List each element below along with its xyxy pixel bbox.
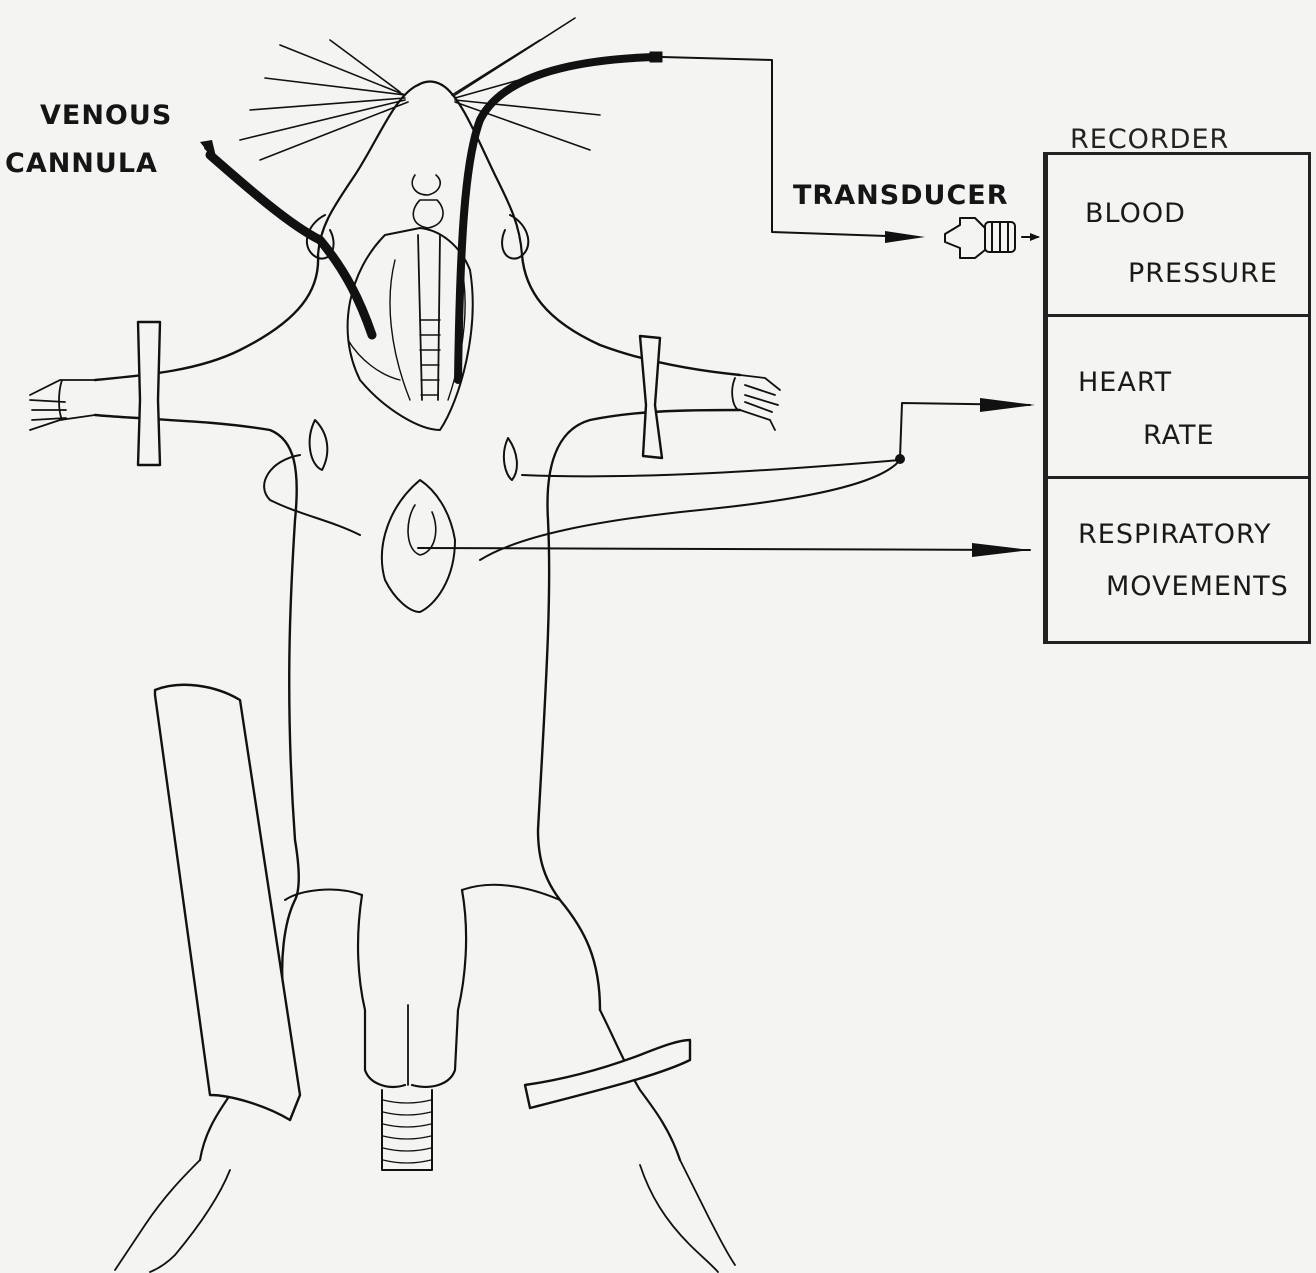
venous-cannula-label-line1: VENOUS	[40, 102, 172, 129]
channel-label-line2: RATE	[1143, 422, 1215, 449]
recorder-channel-heart-rate: HEART RATE	[1048, 317, 1308, 479]
channel-label-line2: MOVEMENTS	[1106, 573, 1289, 600]
whiskers	[240, 18, 600, 160]
restraint-straps	[138, 322, 690, 1120]
transducer-device	[945, 218, 1015, 258]
right-forepaw	[732, 375, 780, 430]
arterial-cannula-tube	[458, 57, 655, 380]
channel-label-line1: BLOOD	[1085, 200, 1186, 227]
venous-cannula-tube	[210, 155, 372, 335]
right-hindpaw	[640, 1160, 735, 1272]
transducer-label: TRANSDUCER	[793, 182, 1009, 209]
left-electrode	[310, 420, 328, 470]
rat-head	[318, 85, 522, 255]
venous-cannula-label-line2: CANNULA	[5, 150, 158, 177]
trachea	[418, 235, 440, 400]
channel-label-line2: PRESSURE	[1128, 260, 1278, 287]
abdominal-incision	[382, 480, 455, 612]
recorder-channel-blood-pressure: BLOOD PRESSURE	[1048, 155, 1308, 317]
recorder-box: BLOOD PRESSURE HEART RATE RESPIRATORY MO…	[1043, 152, 1311, 644]
right-electrode	[504, 438, 517, 480]
left-forepaw	[30, 380, 95, 430]
recorder-title: RECORDER	[1070, 126, 1229, 153]
left-hindpaw	[115, 1160, 230, 1272]
recorder-channel-respiratory-movements: RESPIRATORY MOVEMENTS	[1048, 479, 1308, 641]
channel-label-line1: RESPIRATORY	[1078, 521, 1272, 548]
channel-label-line1: HEART	[1078, 369, 1172, 396]
